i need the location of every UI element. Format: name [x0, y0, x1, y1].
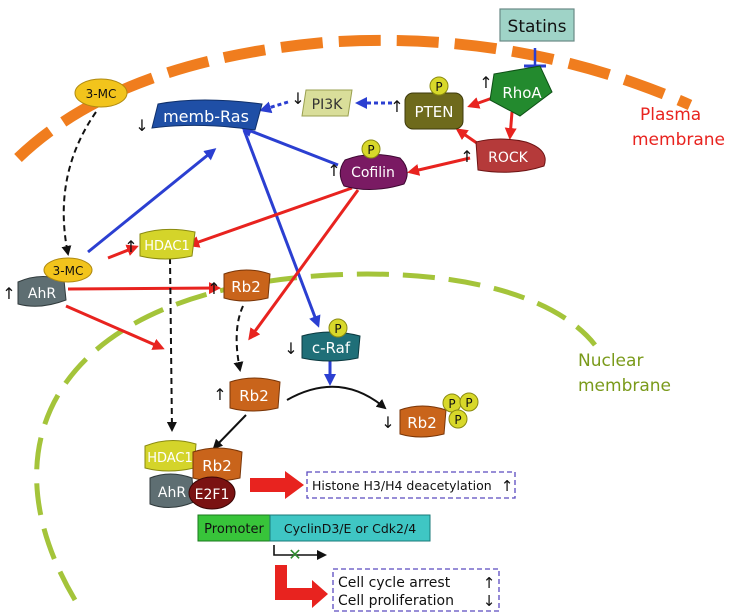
- ahr-to-nucleus-arrow: [65, 304, 165, 350]
- cofilin-arrow-up: ↑: [327, 161, 340, 180]
- rock-node: [475, 138, 546, 173]
- ahr-to-ras-arrow: [87, 148, 217, 254]
- c-raf-node: [301, 331, 361, 362]
- hdac1-arrow-up: ↑: [124, 237, 137, 256]
- rb2-nuc-label: Rb2: [239, 387, 269, 405]
- histone-label: Histone H3/H4 deacetylation: [312, 478, 492, 493]
- cofilin-phospho-label: P: [367, 143, 374, 157]
- rb2-cyto-arrow-up: ↑: [207, 279, 220, 298]
- complex-e2f1-label: E2F1: [195, 487, 230, 503]
- hdac1-label: HDAC1: [144, 239, 190, 254]
- pi3k-to-ras-arrow: [259, 100, 289, 114]
- rb2-translocation-dashed-arrow: [233, 305, 244, 372]
- pten-phospho-node: [429, 76, 449, 96]
- rb2-to-rb2p-arrow: [286, 385, 387, 410]
- statins-node: [499, 8, 575, 42]
- cell-cycle-label: Cell cycle arrest: [338, 575, 451, 591]
- pi3k-node: [301, 89, 353, 117]
- mc-to-ahr-dashed-arrow: [61, 111, 97, 256]
- rb2-phos-arrow-down: ↓: [381, 413, 394, 432]
- cofilin-label: Cofilin: [351, 165, 395, 181]
- rb2-phospho-1-label: P: [448, 397, 455, 411]
- rock-arrow-up: ↑: [460, 147, 473, 166]
- rb2-nuc-arrow-up: ↑: [213, 385, 226, 404]
- transcription-start-line: [273, 545, 327, 560]
- rb2-phospho-3-label: P: [454, 413, 461, 427]
- ahr-arrow-up: ↑: [2, 284, 15, 303]
- complex-hdac1-label: HDAC1: [147, 451, 193, 466]
- hdac1-node: [139, 228, 196, 260]
- statins-label: Statins: [508, 17, 567, 37]
- ras-to-craf-arrow: [242, 129, 321, 328]
- promoter-label: Promoter: [204, 522, 264, 537]
- plasma-membrane-label-2: membrane: [632, 130, 725, 150]
- rb2-to-complex-arrow: [212, 414, 247, 450]
- transcription-blocked-icon: ✕: [288, 545, 301, 564]
- pten-arrow-up: ↑: [390, 97, 403, 116]
- c-raf-label: c-Raf: [312, 339, 351, 357]
- c-raf-phospho-node: [328, 318, 348, 338]
- cell-prolif-label: Cell proliferation: [338, 593, 454, 609]
- rhoa-label: RhoA: [502, 84, 542, 102]
- cyclin-box: [269, 514, 431, 542]
- rock-to-cofilin-arrow: [407, 156, 471, 176]
- ahr-label: AhR: [28, 286, 56, 302]
- rb2-phos-node: [399, 405, 447, 438]
- rhoa-to-rock-arrow: [504, 111, 517, 140]
- three-mc-top-label: 3-MC: [86, 87, 117, 101]
- pi3k-arrow-down: ↓: [291, 89, 304, 108]
- complex-ahr-label: AhR: [158, 485, 186, 501]
- rb2-phospho-2-label: P: [465, 396, 472, 410]
- three-mc-bound-node: [43, 257, 93, 283]
- complex-to-histone-arrow: [250, 471, 304, 499]
- cofilin-to-hdac1-arrow: [187, 186, 353, 248]
- three-mc-bound-label: 3-MC: [53, 264, 84, 278]
- promoter-to-cellcycle-arrow: [275, 565, 328, 608]
- cofilin-to-rb2-arrow: [248, 189, 360, 341]
- pi3k-label: PI3K: [312, 97, 343, 113]
- plasma-membrane-label-1: Plasma: [640, 105, 701, 125]
- ahr-node: [17, 276, 67, 307]
- rb2-cyto-label: Rb2: [231, 278, 261, 296]
- rb2-phospho-3: [448, 409, 468, 429]
- rb2-nuc-node: [229, 377, 281, 412]
- c-raf-phospho-label: P: [334, 322, 341, 336]
- memb-ras-arrow-down: ↓: [135, 116, 148, 135]
- ahr-to-rb2-arrow: [67, 282, 221, 295]
- ahr-to-hdac1-arrow: [107, 244, 139, 260]
- rb2-phos-label: Rb2: [407, 414, 437, 432]
- cofilin-to-ras-arrow: [240, 125, 339, 167]
- complex-rb2-label: Rb2: [202, 457, 232, 475]
- rb2-phospho-2: [459, 392, 479, 412]
- pten-label: PTEN: [415, 103, 454, 121]
- promoter-box: [197, 514, 271, 542]
- hdac1-to-complex-dashed-arrow: [166, 257, 177, 432]
- histone-arrow-up: ↑: [501, 477, 514, 495]
- complex-e2f1-node: [188, 476, 236, 510]
- rock-label: ROCK: [488, 150, 529, 166]
- nuclear-membrane-label-2: membrane: [578, 376, 671, 396]
- nuclear-membrane-label-1: Nuclear: [578, 351, 643, 371]
- cell-outcome-box: [332, 568, 500, 612]
- cell-cycle-arrow-up: ↑: [483, 574, 496, 592]
- cell-prolif-arrow-down: ↓: [483, 592, 496, 610]
- rhoa-node: [489, 65, 553, 117]
- pten-phospho-label: P: [435, 80, 442, 94]
- three-mc-top-node: [74, 78, 128, 108]
- rb2-cyto-node: [223, 269, 271, 302]
- rhoa-arrow-up: ↑: [479, 73, 492, 92]
- memb-ras-label: memb-Ras: [163, 107, 249, 126]
- c-raf-arrow-down: ↓: [284, 339, 297, 358]
- cofilin-phospho-node: [361, 139, 381, 159]
- histone-box: [306, 471, 516, 499]
- cofilin-node: [339, 154, 408, 190]
- memb-ras-node: [151, 99, 263, 131]
- cyclin-label: CyclinD3/E or Cdk2/4: [284, 521, 416, 536]
